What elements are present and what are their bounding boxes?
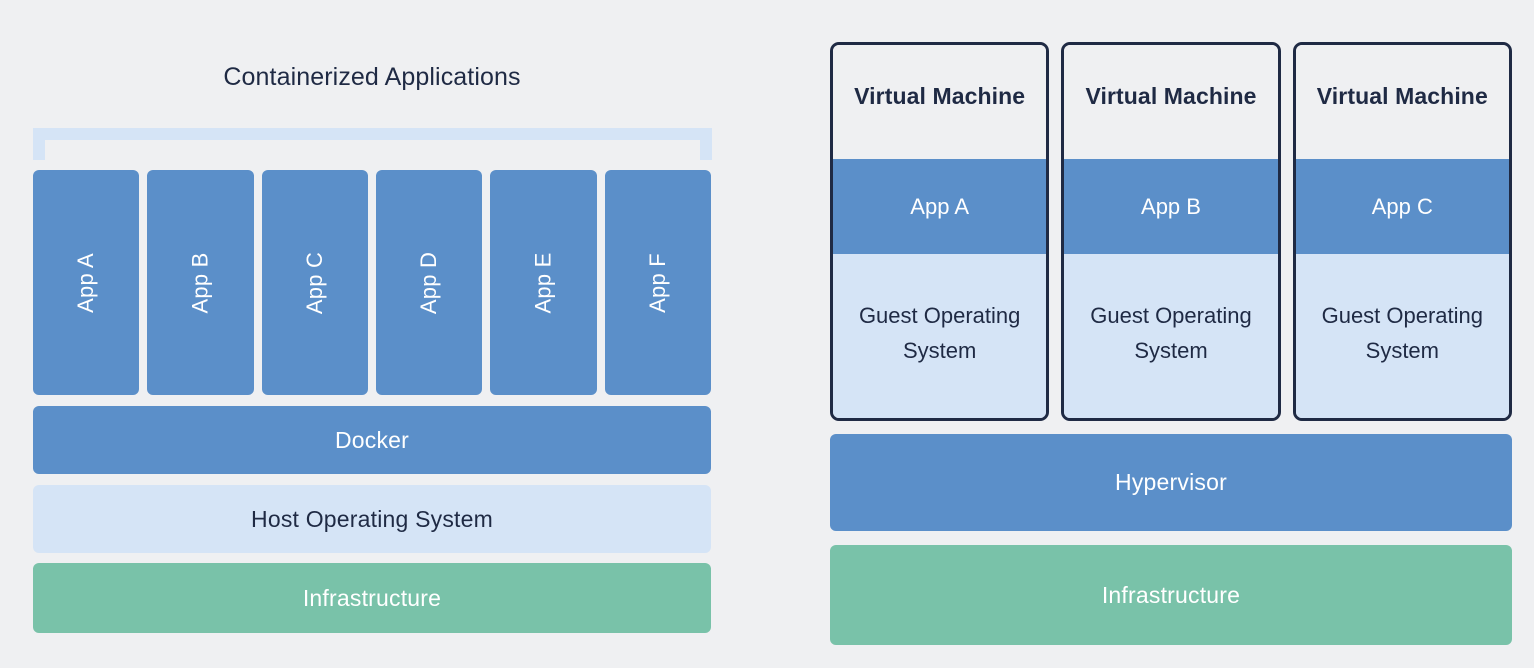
container-app-label: App D [416,251,442,314]
virtual-machine-header: Virtual Machine [1295,45,1509,159]
virtual-machine-app-label: App A [910,193,970,219]
virtual-machine-app-band[interactable]: App B [1064,159,1278,254]
virtual-machine-title: Virtual Machine [1085,83,1257,109]
container-app-box[interactable]: App D [375,170,483,395]
guest-operating-system-band[interactable]: Guest Operating System [1064,254,1278,418]
virtual-machine-header: Virtual Machine [1064,45,1278,159]
virtual-machine-title: Virtual Machine [1316,83,1488,109]
infrastructure-layer-bar-right[interactable]: Infrastructure [830,545,1512,645]
container-app-box[interactable]: App C [261,170,368,395]
container-app-box[interactable]: App B [147,170,254,395]
guest-operating-system-label: Guest Operating System [858,303,1021,363]
container-app-label: App A [73,252,99,313]
hypervisor-layer-bar[interactable]: Hypervisor [830,434,1512,531]
virtual-machine-app-band[interactable]: App C [1295,159,1509,254]
containerized-apps-bracket-icon [33,128,712,160]
container-app-box[interactable]: App E [490,170,597,395]
virtual-machine-header: Virtual Machine [833,45,1047,159]
virtual-machine-box[interactable]: Virtual Machine App A Guest Operating Sy… [830,42,1050,421]
guest-operating-system-label: Guest Operating System [1321,303,1484,363]
container-app-box[interactable]: App A [33,170,140,395]
virtual-machine-app-label: App C [1371,193,1433,219]
container-app-label: App F [644,252,670,313]
container-app-box[interactable]: App F [604,170,711,395]
page-title: Containerized Applications [223,63,521,91]
container-app-label: App B [187,252,213,313]
virtual-machine-app-label: App B [1141,193,1201,219]
bracket-left-leg [33,128,45,160]
virtual-machine-box[interactable]: Virtual Machine App C Guest Operating Sy… [1292,42,1512,421]
container-app-row: App A App B App C App D App E App F [33,170,711,395]
infrastructure-layer-bar-left[interactable]: Infrastructure [33,563,711,633]
container-app-label: App C [301,251,327,314]
docker-layer-bar[interactable]: Docker [33,406,711,474]
virtual-machine-row: Virtual Machine App A Guest Operating Sy… [830,42,1512,421]
guest-operating-system-band[interactable]: Guest Operating System [1295,254,1509,418]
container-architecture-panel: Containerized Applications App A App B A… [33,0,712,668]
container-app-label: App E [530,252,556,313]
guest-operating-system-label: Guest Operating System [1090,303,1252,363]
virtual-machine-architecture-panel: Virtual Machine App A Guest Operating Sy… [830,0,1512,668]
guest-operating-system-band[interactable]: Guest Operating System [833,254,1047,418]
virtual-machine-title: Virtual Machine [854,83,1026,109]
virtual-machine-app-band[interactable]: App A [833,159,1047,254]
bracket-top-bar [33,128,712,140]
bracket-right-leg [700,128,712,160]
virtual-machine-box[interactable]: Virtual Machine App B Guest Operating Sy… [1061,42,1281,421]
host-operating-system-layer-bar[interactable]: Host Operating System [33,485,711,553]
